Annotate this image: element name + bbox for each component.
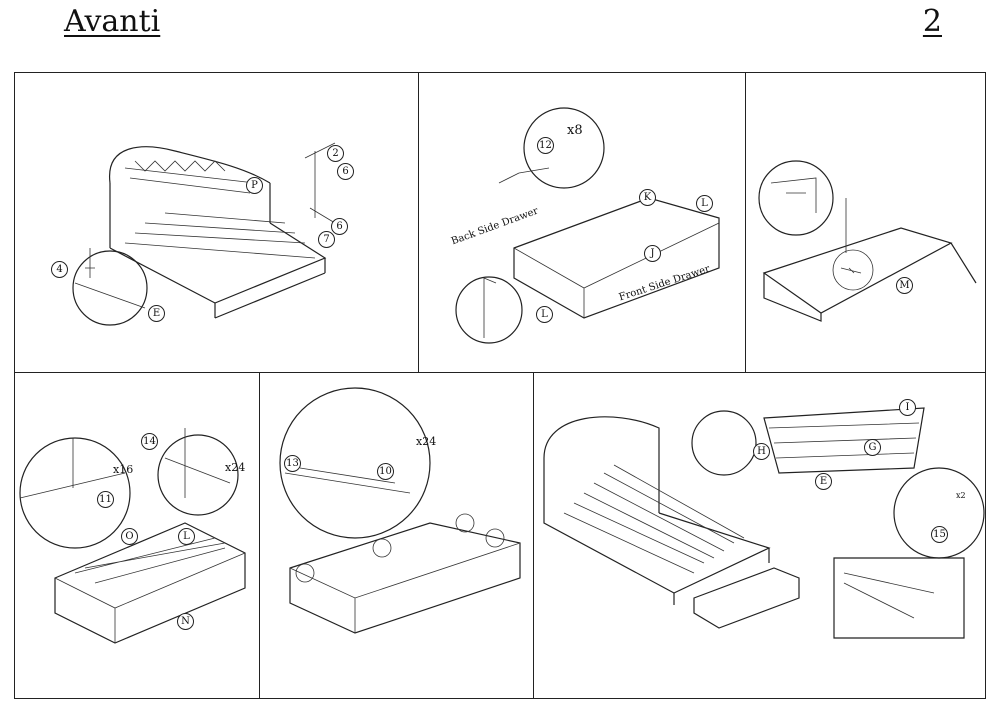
step-panel-drawer-slats: x16 x24 14 11 O L N (14, 372, 260, 699)
part-label-k: K (639, 189, 656, 206)
step-panel-slats-and-drawer: x2 I G H E 15 (533, 372, 986, 699)
part-label-h: H (753, 443, 770, 460)
quantity-x24: x24 (225, 461, 246, 474)
part-label-e: E (815, 473, 832, 490)
part-label-l2: L (536, 306, 553, 323)
drawer-illustration (455, 107, 720, 344)
part-label-7: 7 (318, 231, 335, 248)
bed-frame-illustration (72, 142, 336, 326)
brand-title: Avanti (64, 4, 161, 39)
quantity-x8: x8 (567, 123, 583, 138)
part-label-e: E (148, 305, 165, 322)
drawer-wheels-illustration (279, 387, 521, 634)
bed-slats-illustration (543, 407, 985, 639)
page-number: 2 (922, 4, 942, 39)
part-label-6b: 6 (331, 218, 348, 235)
quantity-x16: x16 (113, 463, 134, 476)
part-label-m: M (896, 277, 913, 294)
quantity-x24: x24 (416, 435, 437, 448)
drawer-bottom-illustration (758, 160, 977, 322)
part-label-l: L (178, 528, 195, 545)
quantity-x2: x2 (956, 491, 966, 500)
step-panel-drawer-bottom: M (745, 72, 986, 373)
drawer-slats-illustration (19, 428, 246, 644)
part-label-o: O (121, 528, 138, 545)
part-label-n: N (177, 613, 194, 630)
part-label-p: P (246, 177, 263, 194)
part-label-2: 2 (327, 145, 344, 162)
part-label-4: 4 (51, 261, 68, 278)
part-label-g: G (864, 439, 881, 456)
part-label-6a: 6 (337, 163, 354, 180)
part-label-11: 11 (97, 491, 114, 508)
part-label-14: 14 (141, 433, 158, 450)
part-label-13: 13 (284, 455, 301, 472)
part-label-i: I (899, 399, 916, 416)
part-label-12: 12 (537, 137, 554, 154)
step-panel-bed-frame: P E 4 2 6 6 7 (14, 72, 419, 373)
part-label-l1: L (696, 195, 713, 212)
part-label-j: J (644, 245, 661, 262)
part-label-15: 15 (931, 526, 948, 543)
part-label-10: 10 (377, 463, 394, 480)
step-panel-drawer-assembly: x8 Back Side Drawer Front Side Drawer 12… (418, 72, 746, 373)
step-panel-drawer-wheels: x24 13 10 (259, 372, 534, 699)
